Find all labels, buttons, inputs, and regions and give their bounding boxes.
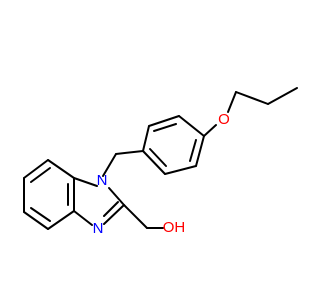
bond [178, 115, 205, 137]
bond [23, 211, 49, 230]
bond [108, 187, 125, 206]
molecule-diagram: O N N OH [23, 87, 298, 237]
bond [73, 210, 93, 226]
bond [73, 177, 98, 187]
bond [102, 153, 117, 177]
bond [203, 124, 217, 137]
bond [47, 210, 75, 230]
bond [123, 204, 148, 229]
bond [153, 123, 177, 132]
bond [30, 207, 51, 222]
bond [47, 159, 75, 179]
bond [164, 165, 197, 175]
bond [142, 150, 166, 175]
oxygen-atom-label: O [218, 111, 230, 128]
bond [115, 150, 144, 155]
bond [30, 167, 51, 183]
bond [103, 201, 119, 217]
bond [103, 204, 125, 225]
bond [235, 91, 269, 105]
hydroxyl-label: OH [163, 219, 186, 236]
bond [148, 115, 180, 127]
bond [227, 91, 237, 113]
bond [142, 125, 150, 152]
bond [149, 148, 167, 167]
nitrogen-atom-label: N [97, 172, 108, 189]
bond [189, 139, 197, 162]
bond [23, 159, 49, 179]
molecule-canvas: O N N OH [23, 87, 298, 237]
nitrogen-atom-label: N [93, 220, 104, 237]
bond [195, 135, 205, 167]
bond [267, 87, 298, 105]
